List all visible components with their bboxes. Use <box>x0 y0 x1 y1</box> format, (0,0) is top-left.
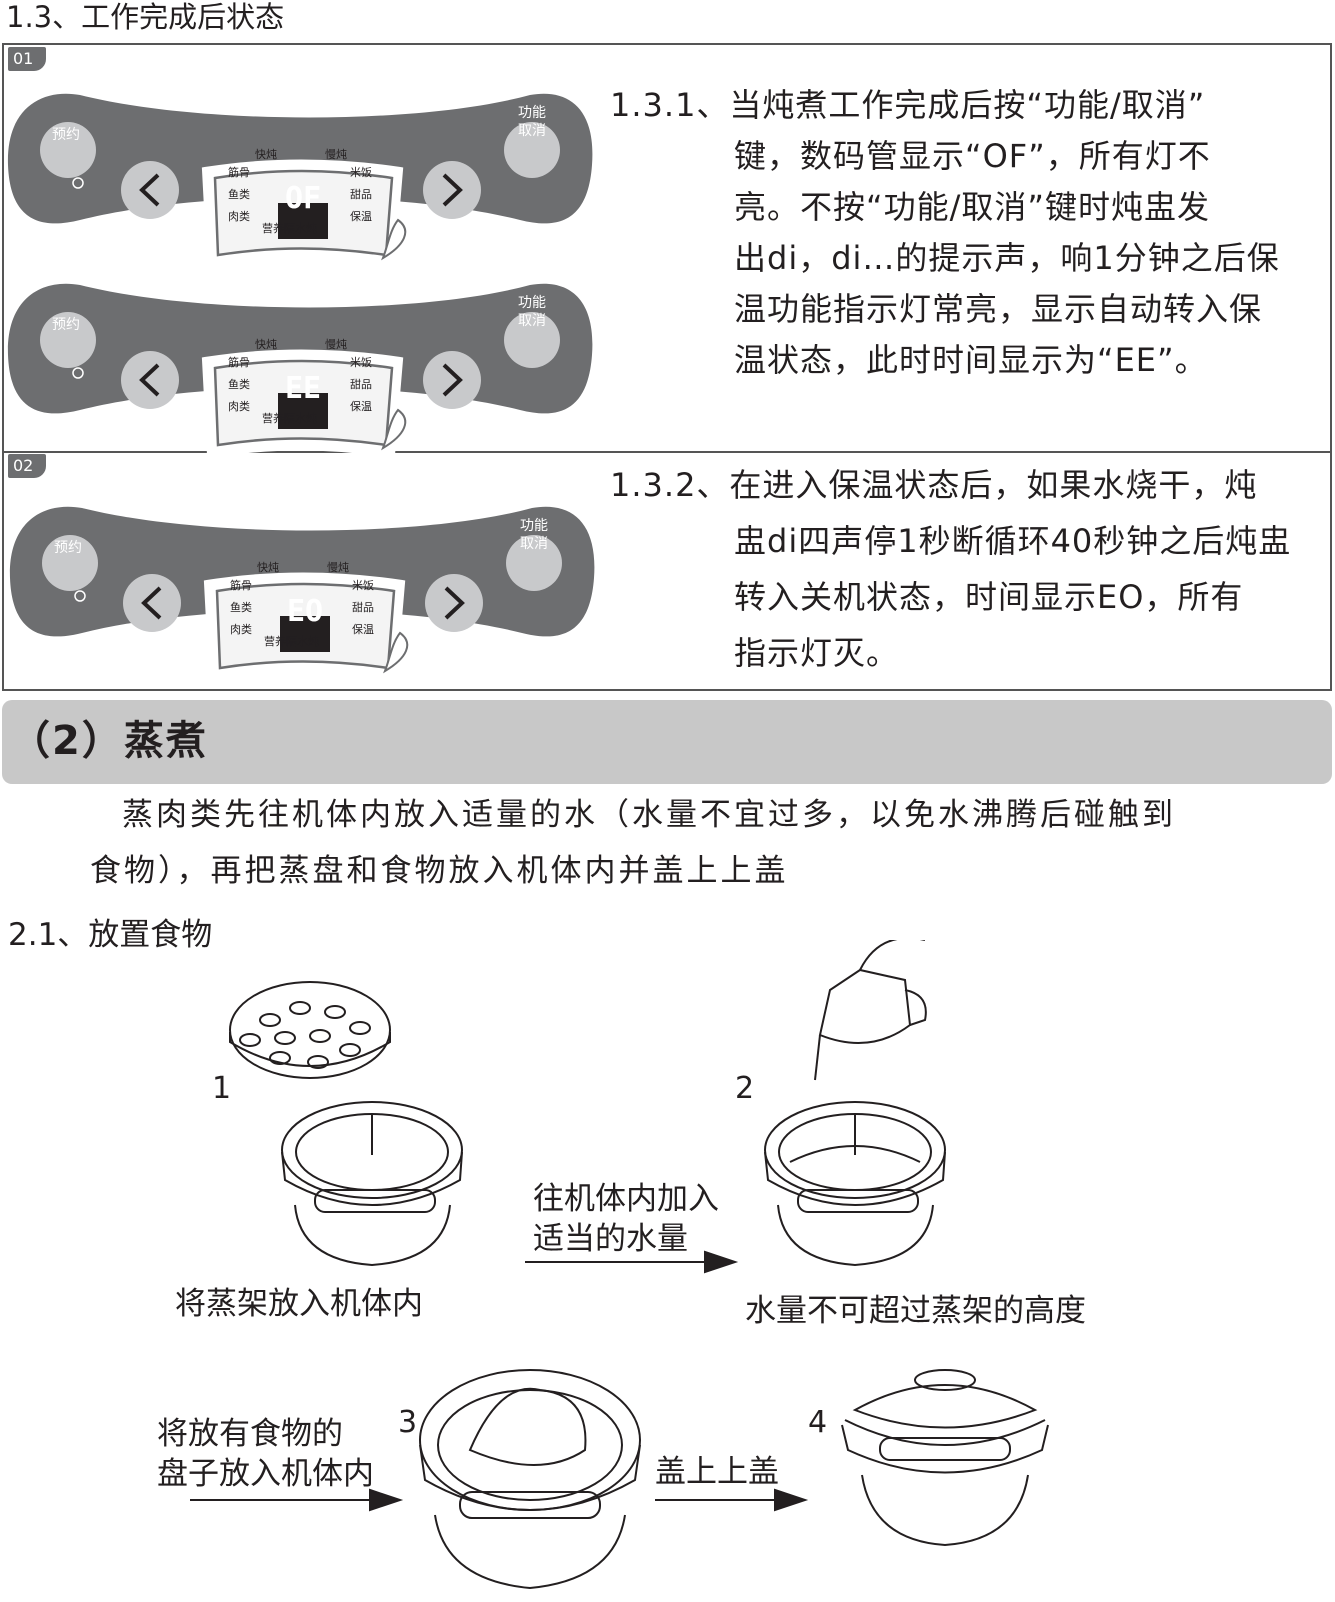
text-line: 指示灯灭。 <box>734 634 900 672</box>
mode-label-quick: 快炖 <box>255 148 277 161</box>
mode-label-right-3: 保温 <box>350 400 372 413</box>
text-line: 温状态，此时时间显示为“EE”。 <box>734 341 1208 379</box>
digit-display: EO <box>286 594 324 629</box>
caption-step-3-line-1: 将放有食物的 <box>157 1416 343 1452</box>
reserve-button-label[interactable]: 预约 <box>52 127 80 143</box>
mode-label-right-2: 甜品 <box>352 601 374 614</box>
step-number-1: 1 <box>212 1071 232 1106</box>
mode-label-right-1: 米饭 <box>350 166 372 179</box>
mode-label-right-2: 甜品 <box>350 188 372 201</box>
mode-label-left-2: 鱼类 <box>228 378 250 391</box>
reserve-button-label[interactable]: 预约 <box>54 540 82 556</box>
arrow-3-label: 盖上上盖 <box>655 1454 779 1490</box>
text-line: 温功能指示灯常亮，显示自动转入保 <box>734 290 1263 328</box>
text-line: 键，数码管显示“OF”，所有灯不 <box>734 137 1211 175</box>
panel-02-description: 1.3.2、在进入保温状态后，如果水烧干，炖 盅di四声停1秒断循环40秒钟之后… <box>610 457 1291 681</box>
mode-label-quick: 快炖 <box>255 338 277 351</box>
brand-label: 营养隔水炖 <box>262 412 317 425</box>
pot-illustration-4 <box>841 1369 1049 1547</box>
pot-illustration-1 <box>281 1101 463 1267</box>
arrow-1-label-line-2: 适当的水量 <box>533 1221 688 1257</box>
mode-label-slow: 慢炖 <box>325 338 347 351</box>
function-button-label-top[interactable]: 功能 <box>520 518 548 534</box>
mode-label-right-1: 米饭 <box>352 579 374 592</box>
function-button-label-bottom[interactable]: 取消 <box>520 536 548 552</box>
mode-label-left-2: 鱼类 <box>228 188 250 201</box>
mode-label-right-1: 米饭 <box>350 356 372 369</box>
digit-display: OF <box>284 181 322 216</box>
text-line: 1.3.1、当炖煮工作完成后按“功能/取消” <box>610 86 1206 124</box>
section-title: （2）蒸煮 <box>10 718 208 764</box>
water-jug-illustration <box>814 940 927 1081</box>
mode-label-right-3: 保温 <box>352 623 374 636</box>
pot-illustration-2 <box>764 1101 946 1267</box>
mode-label-left-1: 筋骨 <box>228 166 250 179</box>
panel-frame-01: 01 <box>2 43 1332 453</box>
text-line: 转入关机状态，时间显示EO，所有 <box>734 578 1244 616</box>
function-button-label-bottom[interactable]: 取消 <box>518 313 546 329</box>
text-line: 盅di四声停1秒断循环40秒钟之后炖盅 <box>734 522 1292 560</box>
step-number-2: 2 <box>735 1071 755 1106</box>
text-line: 蒸肉类先往机体内放入适量的水（水量不宜过多，以免水沸腾后碰触到 <box>122 797 1176 833</box>
step-number-3: 3 <box>398 1405 418 1440</box>
reserve-button-label[interactable]: 预约 <box>52 317 80 333</box>
mode-label-left-1: 筋骨 <box>230 579 252 592</box>
section-heading-2-1: 2.1、放置食物 <box>8 917 213 953</box>
section-banner-steam: （2）蒸煮 <box>2 700 1332 784</box>
mode-label-quick: 快炖 <box>257 561 279 574</box>
panel-frame-02: 02 <box>2 451 1332 691</box>
mode-label-left-3: 肉类 <box>230 623 252 636</box>
digit-display: EE <box>284 371 322 406</box>
pot-illustration-3 <box>419 1369 641 1590</box>
mode-label-right-3: 保温 <box>350 210 372 223</box>
step-number-4: 4 <box>808 1405 828 1440</box>
panel-01-description: 1.3.1、当炖煮工作完成后按“功能/取消” 键，数码管显示“OF”，所有灯不 … <box>610 80 1280 386</box>
mode-label-left-3: 肉类 <box>228 210 250 223</box>
mode-label-left-2: 鱼类 <box>230 601 252 614</box>
text-line: 亮。不按“功能/取消”键时炖盅发 <box>734 188 1210 226</box>
function-button-label-top[interactable]: 功能 <box>518 295 546 311</box>
mode-label-slow: 慢炖 <box>325 148 347 161</box>
mode-label-left-1: 筋骨 <box>228 356 250 369</box>
step-illustrations <box>190 940 1049 1590</box>
section-heading-1-3: 1.3、工作完成后状态 <box>6 0 285 34</box>
section-intro: 蒸肉类先往机体内放入适量的水（水量不宜过多，以免水沸腾后碰触到 食物），再把蒸盘… <box>90 787 1176 899</box>
caption-step-3-line-2: 盘子放入机体内 <box>157 1456 374 1492</box>
mode-label-slow: 慢炖 <box>327 561 349 574</box>
function-button-label-top[interactable]: 功能 <box>518 105 546 121</box>
brand-label: 营养隔水炖 <box>264 635 319 648</box>
caption-step-1: 将蒸架放入机体内 <box>175 1286 423 1322</box>
function-button-label-bottom[interactable]: 取消 <box>518 123 546 139</box>
panel-badge-01: 01 <box>8 47 46 71</box>
text-line: 食物），再把蒸盘和食物放入机体内并盖上上盖 <box>90 853 789 889</box>
mode-label-right-2: 甜品 <box>350 378 372 391</box>
brand-label: 营养隔水炖 <box>262 222 317 235</box>
mode-label-left-3: 肉类 <box>228 400 250 413</box>
text-line: 出di，di…的提示声，响1分钟之后保 <box>734 239 1280 277</box>
arrow-1-label-line-1: 往机体内加入 <box>533 1181 719 1217</box>
text-line: 1.3.2、在进入保温状态后，如果水烧干，炖 <box>610 466 1258 504</box>
panel-badge-02: 02 <box>8 454 46 478</box>
steam-rack-illustration <box>229 981 391 1079</box>
caption-step-2: 水量不可超过蒸架的高度 <box>745 1293 1086 1329</box>
